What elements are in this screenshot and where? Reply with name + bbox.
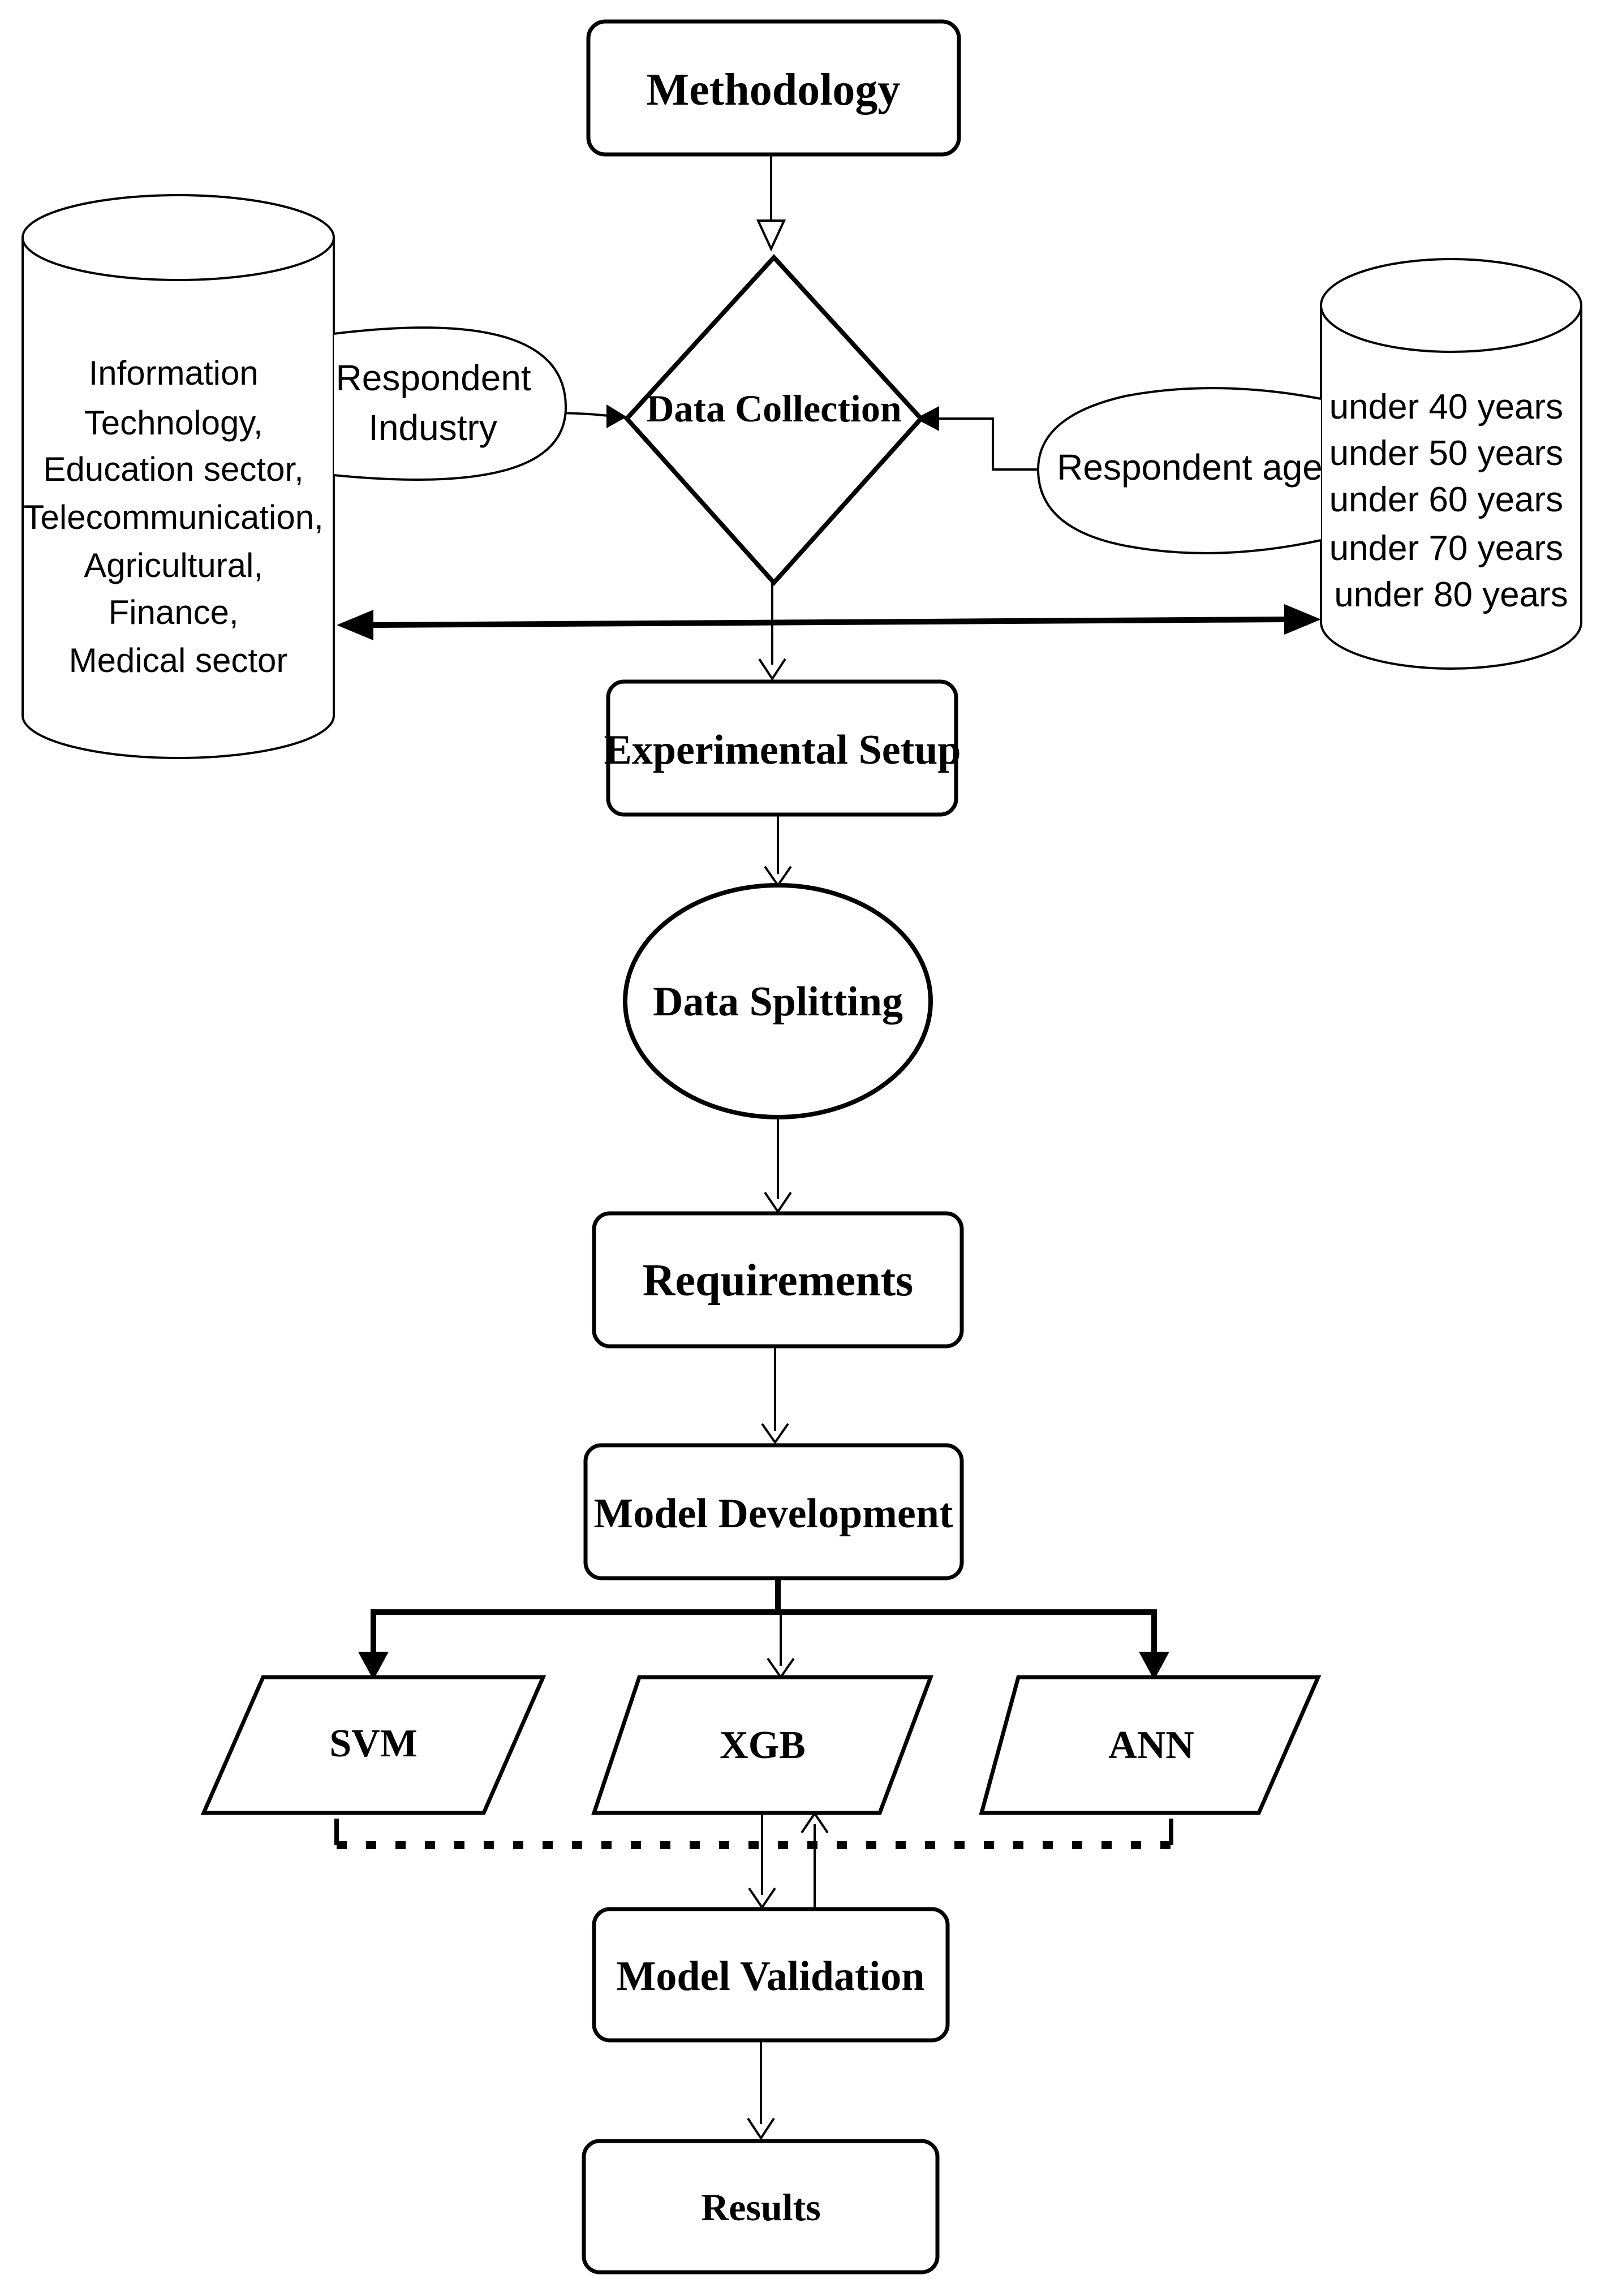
results-label: Results	[701, 2186, 821, 2229]
arrowhead-left-cylinder	[337, 610, 373, 640]
age-line: under 70 years	[1329, 529, 1564, 568]
model-validation-label: Model Validation	[617, 1953, 925, 2000]
experimental-setup-node: Experimental Setup	[604, 679, 961, 817]
methodology-node: Methodology	[586, 19, 961, 157]
requirements-node: Requirements	[592, 1211, 964, 1349]
age-list: under 40 years under 50 years under 60 y…	[1329, 387, 1573, 614]
data-collection-node: Data Collection	[623, 254, 924, 586]
age-line: under 40 years	[1329, 387, 1564, 427]
industry-cylinder: Information Technology, Education sector…	[21, 194, 335, 759]
arrowhead-age	[915, 406, 939, 431]
arrowhead-development	[761, 1423, 789, 1445]
ann-node: ANN	[979, 1675, 1322, 1815]
age-line: under 50 years	[1329, 434, 1564, 473]
industry-line: Agricultural,	[84, 546, 263, 584]
industry-line: Medical sector	[69, 641, 288, 679]
connector-methodology-to-data-collection	[756, 156, 786, 252]
methodology-label: Methodology	[647, 65, 901, 115]
connector-industry-age-bidirectional	[373, 617, 1285, 628]
results-node: Results	[582, 2139, 940, 2275]
model-development-label: Model Development	[593, 1491, 953, 1537]
arrowhead-results	[747, 2117, 775, 2140]
svm-label: SVM	[329, 1722, 418, 1765]
xgb-label: XGB	[720, 1724, 806, 1767]
industry-list: Information Technology, Education sector…	[24, 354, 333, 679]
age-line: under 60 years	[1329, 480, 1564, 519]
data-splitting-node: Data Splitting	[623, 883, 933, 1119]
model-validation-node: Model Validation	[592, 1907, 950, 2043]
age-line: under 80 years	[1334, 575, 1568, 614]
dotted-model-link	[334, 1819, 1173, 1849]
data-collection-label: Data Collection	[646, 387, 901, 430]
respondent-industry-label: Respondent	[336, 357, 531, 398]
industry-line: Technology,	[84, 404, 263, 442]
respondent-age-label: Respondent age	[1057, 447, 1323, 488]
model-development-node: Model Development	[583, 1443, 964, 1580]
arrowhead-setup	[758, 658, 786, 681]
connector-development-to-models	[358, 1578, 1169, 1680]
ann-label: ANN	[1108, 1724, 1194, 1767]
data-splitting-label: Data Splitting	[653, 979, 903, 1025]
arrowhead-right-cylinder	[1284, 604, 1321, 635]
xgb-node: XGB	[591, 1675, 934, 1815]
industry-line: Finance,	[109, 593, 239, 631]
svg-text:Respondent Industry: Respondent Industry	[336, 357, 541, 448]
age-cylinder: under 40 years under 50 years under 60 y…	[1320, 258, 1582, 670]
requirements-label: Requirements	[643, 1256, 913, 1306]
experimental-setup-label: Experimental Setup	[604, 727, 961, 773]
respondent-industry-label: Industry	[368, 407, 497, 448]
svm-node: SVM	[200, 1675, 547, 1815]
industry-line: Information	[89, 354, 259, 392]
respondent-industry-node: Respondent Industry	[333, 326, 567, 481]
industry-line: Education sector,	[44, 450, 304, 488]
arrowhead-industry	[606, 404, 627, 428]
industry-line: Telecommunication,	[24, 498, 324, 536]
respondent-age-node: Respondent age	[1036, 387, 1323, 554]
connector-age-to-data-collection	[928, 417, 1040, 471]
